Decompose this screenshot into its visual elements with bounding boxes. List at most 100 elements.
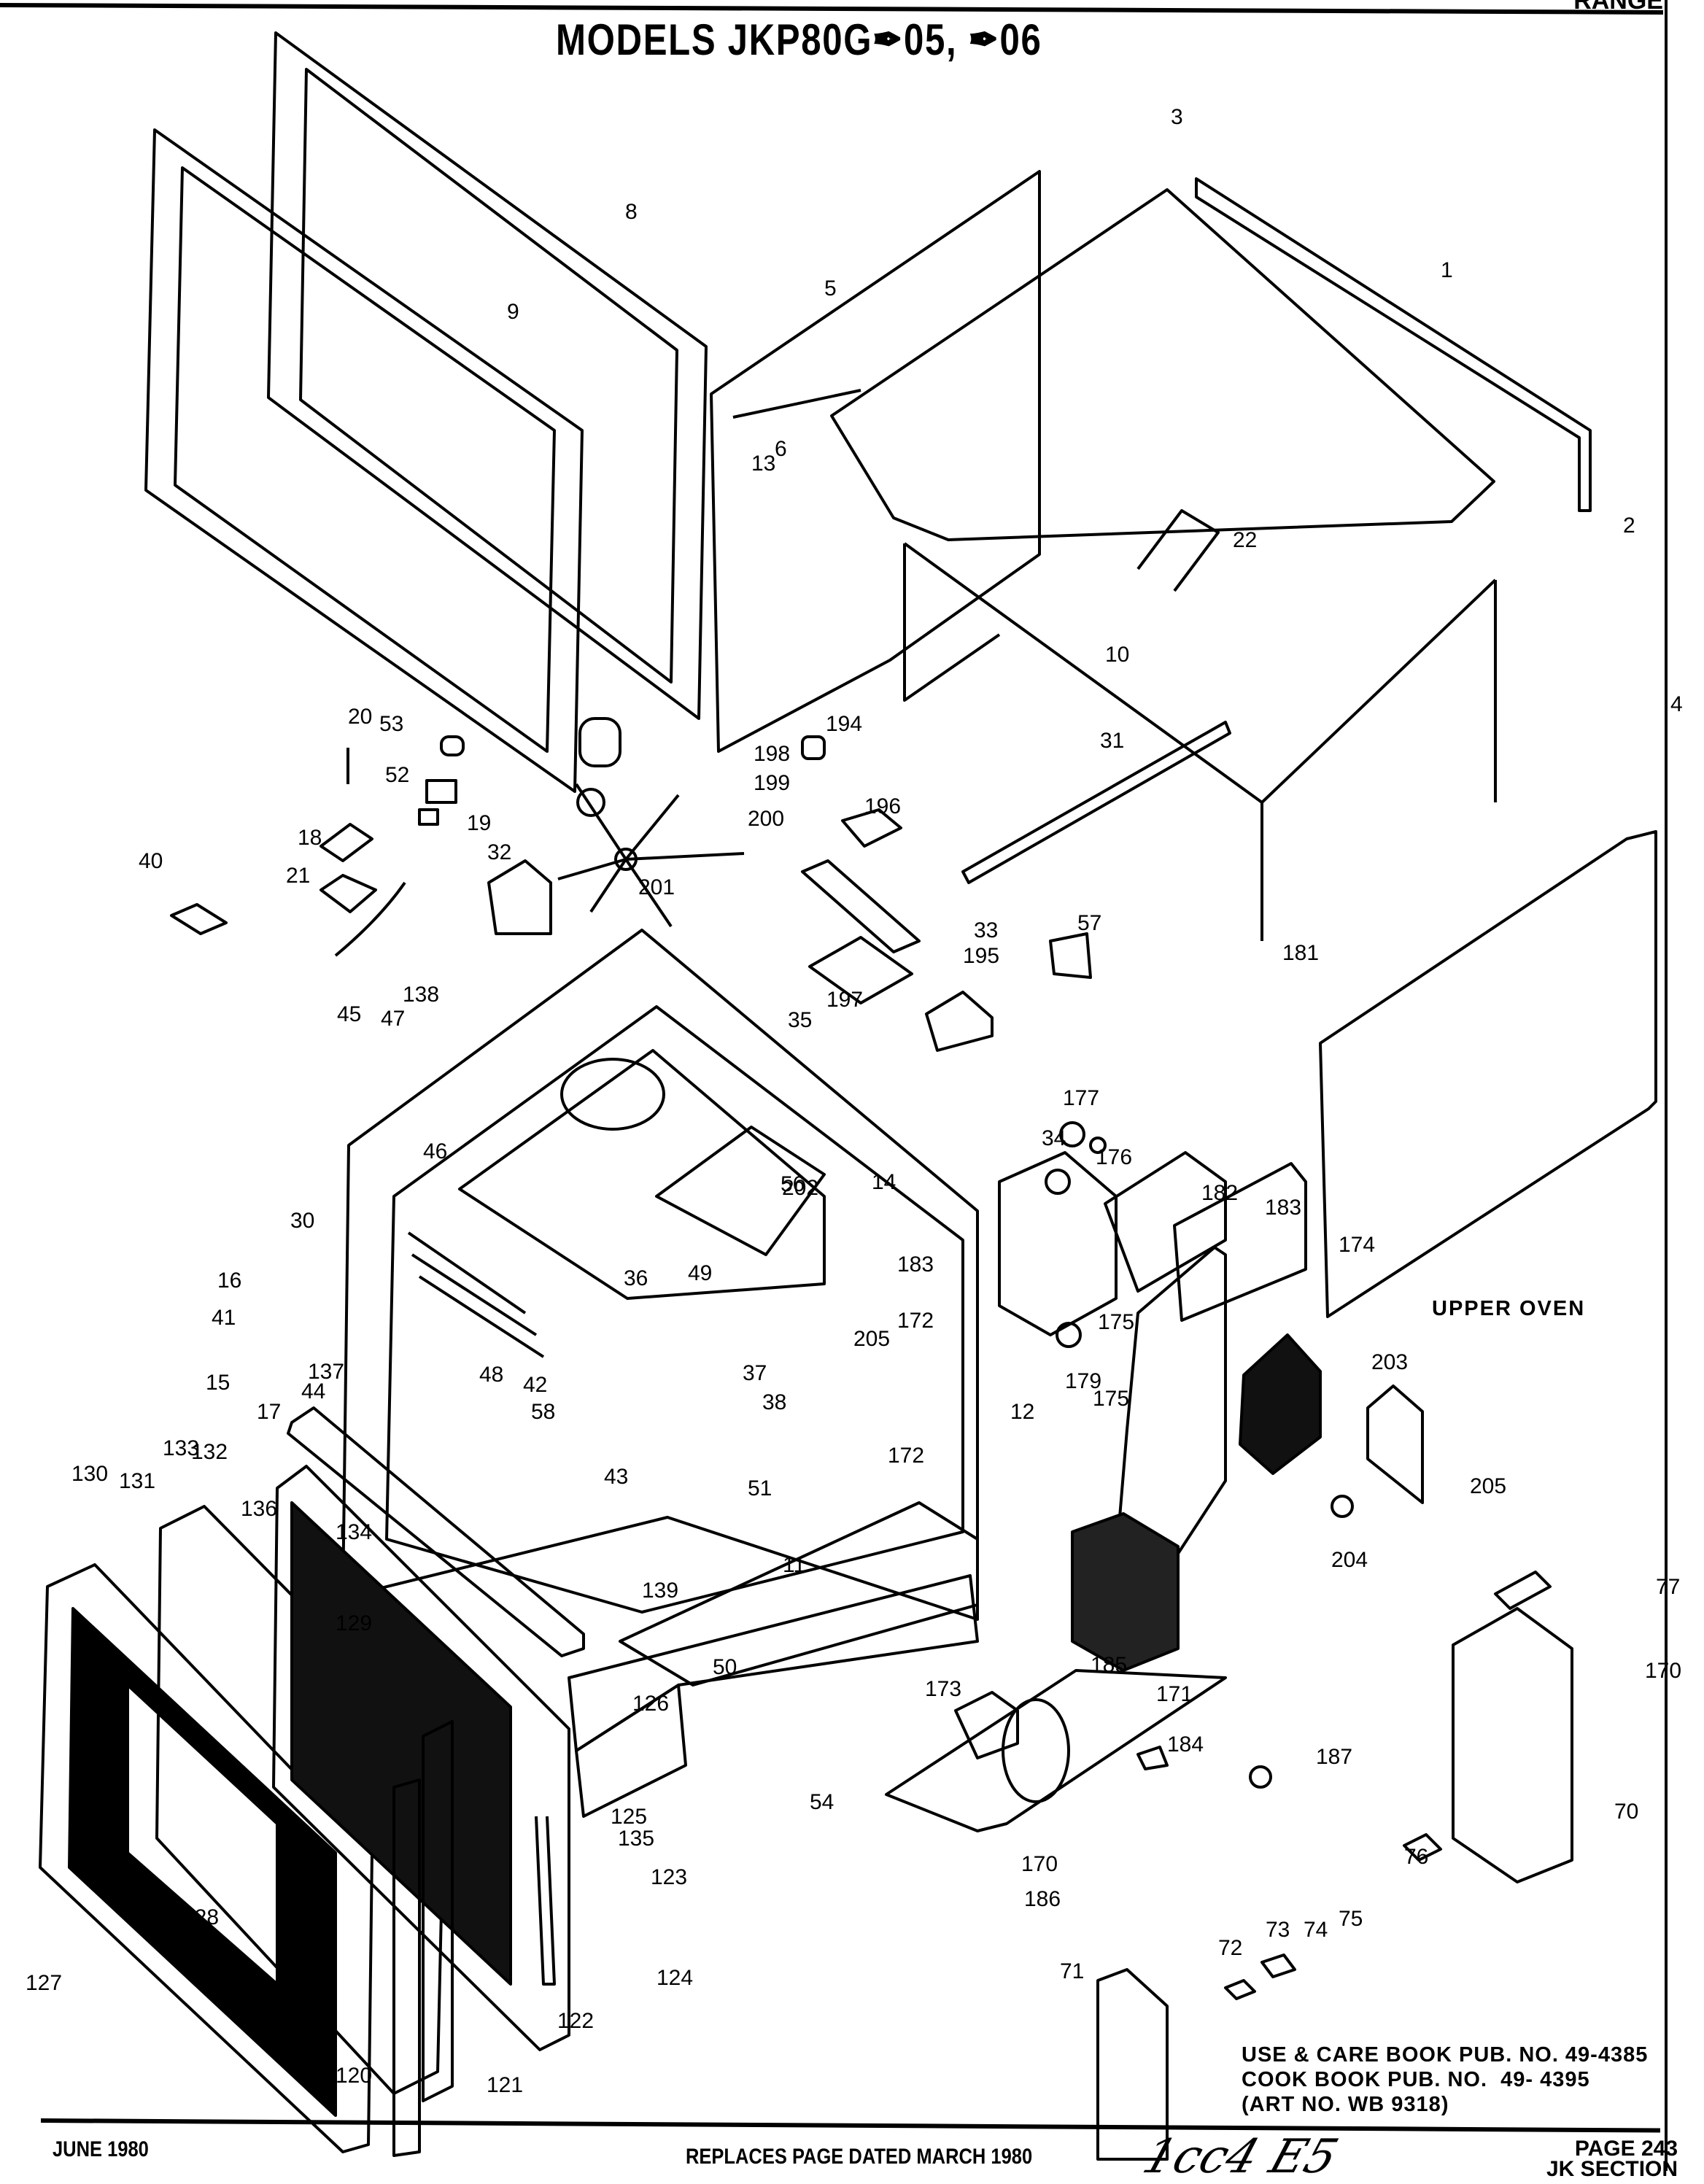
part-callout-57: 57 [1077, 911, 1101, 935]
part-callout-127: 127 [26, 1971, 62, 1995]
part-callout-201: 201 [638, 875, 675, 899]
part-callout-41: 41 [212, 1306, 236, 1330]
part-callout-200: 200 [748, 807, 784, 831]
transformer-part-203 [1239, 1333, 1322, 1475]
part-callout-128: 128 [182, 1905, 219, 1929]
door-seal-part-137 [287, 1406, 585, 1657]
part-callout-198: 198 [754, 742, 790, 766]
outer-frame-part-8 [267, 31, 708, 720]
part-callout-124: 124 [657, 1966, 693, 1990]
part-callout-137: 137 [308, 1360, 344, 1384]
part-callout-74: 74 [1304, 1918, 1328, 1942]
side-panel-part-4 [1319, 830, 1657, 1318]
cook-book-ref: COOK BOOK PUB. NO. 49- 4395 [1242, 2068, 1590, 2091]
part-callout-126: 126 [632, 1692, 669, 1716]
part-callout-174: 174 [1339, 1233, 1375, 1257]
bracket-part-205 [1366, 1385, 1424, 1504]
strap-part-196 [841, 808, 902, 848]
part-callout-19: 19 [467, 811, 491, 835]
bracket-part-18 [320, 823, 373, 862]
part-callout-72: 72 [1218, 1936, 1242, 1960]
part-callout-129: 129 [336, 1611, 372, 1635]
switch-part-73 [1260, 1953, 1296, 1978]
part-callout-50: 50 [713, 1655, 737, 1679]
part-callout-171: 171 [1156, 1682, 1193, 1706]
part-callout-181: 181 [1282, 941, 1319, 965]
part-callout-54: 54 [810, 1790, 834, 1814]
part-callout-16: 16 [217, 1269, 241, 1293]
part-72 [1224, 1979, 1256, 2000]
part-callout-9: 9 [507, 300, 519, 324]
part-callout-15: 15 [206, 1371, 230, 1395]
part-callout-48: 48 [479, 1363, 503, 1387]
part-callout-40: 40 [139, 849, 163, 873]
part-callout-185: 185 [1091, 1653, 1127, 1677]
part-callout-184: 184 [1167, 1732, 1204, 1757]
part-callout-32: 32 [487, 840, 511, 864]
part-callout-196: 196 [864, 794, 901, 818]
part-callout-17: 17 [257, 1400, 281, 1424]
part-callout-3: 3 [1171, 105, 1183, 129]
part-callout-134: 134 [336, 1520, 372, 1544]
high-voltage-transformer-part-171 [1071, 1512, 1180, 1672]
door-frame-part-131 [155, 1505, 446, 2095]
top-cover-part-3 [830, 188, 1495, 541]
part-callout-42: 42 [523, 1373, 547, 1397]
page-number: PAGE 243 JK SECTION [1546, 2137, 1678, 2181]
part-callout-43: 43 [604, 1465, 628, 1489]
part-callout-76: 76 [1404, 1845, 1428, 1869]
part-callout-34: 34 [1042, 1126, 1066, 1150]
blower-motor-part-173 [954, 1691, 1070, 1803]
part-194 [801, 735, 826, 760]
section-tag: RANGE [1573, 0, 1663, 15]
part-callout-47: 47 [381, 1007, 405, 1031]
stirrer-motor-part-198 [578, 717, 621, 767]
part-callout-133: 133 [163, 1436, 199, 1460]
part-callout-38: 38 [762, 1390, 786, 1414]
part-callout-197: 197 [826, 988, 863, 1012]
part-callout-71: 71 [1060, 1959, 1084, 1983]
nut-part-19 [418, 808, 439, 826]
part-callout-123: 123 [651, 1865, 687, 1889]
control-board-part-70 [1452, 1607, 1573, 1883]
clip-part-52 [425, 779, 457, 804]
part-callout-170: 170 [1021, 1852, 1058, 1876]
part-callout-175: 175 [1093, 1387, 1129, 1411]
magnetron-part-175 [998, 1151, 1118, 1336]
clamp-part-53 [440, 735, 465, 756]
thermal-cutout-part-179 [1056, 1322, 1082, 1348]
part-callout-70: 70 [1614, 1800, 1638, 1824]
part-callout-187: 187 [1316, 1745, 1352, 1769]
part-callout-203: 203 [1371, 1350, 1408, 1374]
part-callout-73: 73 [1266, 1918, 1290, 1942]
cavity-wrapper-part-10 [903, 542, 1497, 941]
part-callout-138: 138 [403, 983, 439, 1007]
upper-oven-label: UPPER OVEN [1432, 1297, 1586, 1320]
part-callout-4: 4 [1670, 692, 1683, 716]
part-callout-51: 51 [748, 1476, 772, 1500]
part-callout-135: 135 [618, 1827, 654, 1851]
strip-part-31 [961, 721, 1231, 884]
part-callout-182: 182 [1201, 1181, 1238, 1205]
part-callout-33: 33 [974, 918, 998, 942]
part-callout-202: 202 [782, 1176, 818, 1200]
part-callout-5: 5 [824, 276, 837, 301]
part-callout-53: 53 [379, 712, 403, 736]
part-callout-205: 205 [853, 1327, 890, 1351]
part-callout-21: 21 [286, 864, 310, 888]
switch-part-76 [1403, 1833, 1442, 1862]
issue-date: JUNE 1980 [53, 2137, 149, 2161]
nut-part-176 [1089, 1136, 1107, 1154]
part-callout-194: 194 [826, 712, 862, 736]
part-callout-177: 177 [1063, 1086, 1099, 1110]
part-184 [1136, 1746, 1169, 1770]
part-callout-172: 172 [897, 1309, 934, 1333]
page-label: PAGE 243 [1574, 2137, 1678, 2161]
part-197 [808, 936, 913, 1004]
part-callout-6: 6 [775, 437, 787, 461]
part-callout-183: 183 [897, 1252, 934, 1277]
art-number: (ART NO. WB 9318) [1242, 2093, 1449, 2116]
section-label: JK SECTION [1546, 2157, 1678, 2181]
part-callout-35: 35 [788, 1008, 812, 1032]
